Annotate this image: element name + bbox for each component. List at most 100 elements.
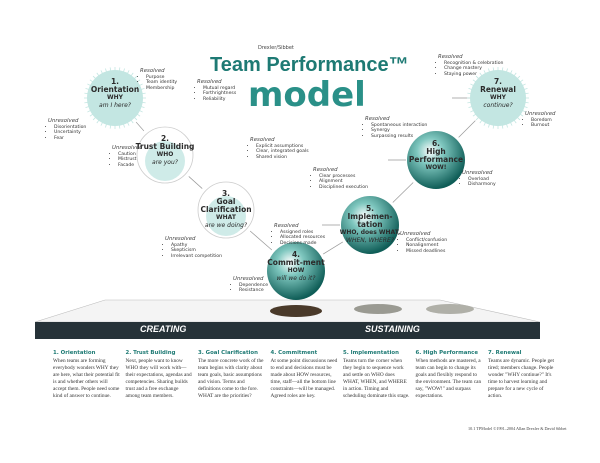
stage-name: Orientation	[90, 85, 140, 94]
resolved-item: Surpassing results	[371, 134, 427, 140]
stage-question-key: WHO	[156, 151, 174, 158]
stage-7-resolved: ResolvedRecognition & celebrationChange …	[438, 54, 503, 78]
resolved-item: Forthrightness	[203, 91, 236, 97]
resolved-item: Explicit assumptions	[256, 144, 309, 150]
stage-number: 7.	[493, 77, 503, 86]
arrow-line	[249, 230, 273, 251]
stage-name: Renewal	[480, 85, 516, 94]
resolved-item: Change mastery	[444, 66, 503, 72]
resolved-item: Recognition & celebration	[444, 61, 503, 67]
resolved-heading: Resolved	[313, 167, 338, 173]
stage-1-circle	[87, 70, 143, 126]
arrow-line	[188, 176, 203, 189]
stage-5-resolved: ResolvedClear processesAlignmentDiscipli…	[313, 167, 368, 190]
shadow-high-performance	[426, 304, 474, 314]
stage-name: High Performance	[408, 147, 464, 164]
unresolved-heading: Unresolved	[233, 276, 264, 282]
stage-7-circle	[470, 70, 526, 126]
stage-4-unresolved: UnresolvedDependenceResistance	[233, 276, 268, 294]
resolved-item: Shared vision	[256, 155, 309, 161]
unresolved-heading: Unresolved	[165, 236, 196, 242]
arrow-line	[392, 182, 414, 203]
stage-number: 4.	[291, 250, 301, 259]
unresolved-heading: Unresolved	[48, 118, 79, 124]
stage-6-unresolved: UnresolvedOverloadDisharmony	[462, 170, 496, 188]
description-text: When methods are mastered, a team can be…	[415, 358, 482, 399]
unresolved-item: Missed deadlines	[406, 249, 447, 255]
resolved-item: Synergy	[371, 128, 427, 134]
arrow-line	[458, 120, 476, 138]
phase-creating: CREATING	[140, 324, 187, 334]
phase-band	[35, 322, 540, 339]
unresolved-item: Mistrust	[118, 157, 142, 163]
description-title: 1. Orientation	[53, 350, 96, 356]
resolved-item: Clear processes	[319, 174, 368, 180]
stage-2-resolved: ResolvedMutual regardForthrightnessRelia…	[197, 79, 236, 102]
description-title: 6. High Performance	[415, 350, 479, 356]
stage-question-key: WHY	[107, 94, 123, 101]
unresolved-item: Nonalignment	[406, 243, 447, 249]
stage-6-circle	[407, 131, 465, 189]
unresolved-item: Irrelevant competition	[171, 254, 222, 260]
unresolved-item: Overload	[468, 177, 496, 183]
publisher: Drexler/Sibbet	[258, 45, 294, 51]
arrow-line	[322, 241, 344, 255]
resolved-item: Purpose	[146, 75, 177, 81]
stage-6-resolved: ResolvedSpontaneous interactionSynergySu…	[365, 116, 427, 140]
description-text: Teams are dynamic. People get tired; mem…	[488, 358, 554, 399]
unresolved-item: Facade	[118, 163, 142, 169]
stage-question-key: HOW	[287, 267, 305, 274]
description-text: When teams are forming everybody wonders…	[53, 358, 120, 399]
description-title: 4. Commitment	[270, 350, 318, 356]
stage-number: 3.	[221, 189, 231, 198]
resolved-heading: Resolved	[140, 68, 165, 74]
unresolved-item: Disorientation	[54, 125, 86, 131]
stage-question: are you?	[152, 159, 178, 166]
stage-2-circle-fill	[145, 141, 185, 181]
stage-question: continue?	[483, 102, 513, 109]
stage-4-resolved: ResolvedAssigned rolesAllocated resource…	[274, 223, 325, 246]
stage-4-circle	[267, 242, 325, 300]
stage-question: WHEN, WHERE?	[346, 237, 394, 244]
stage-question-key: WHO, does WHAT,	[339, 229, 401, 236]
resolved-item: Staying power	[444, 72, 503, 78]
resolved-item: Allocated resources	[280, 235, 325, 241]
unresolved-heading: Unresolved	[462, 170, 493, 176]
resolved-heading: Resolved	[250, 137, 275, 143]
unresolved-heading: Unresolved	[112, 145, 143, 151]
description-text: Next, people want to know WHO they will …	[125, 358, 192, 399]
shadow-commitment	[270, 305, 322, 317]
arrow-line	[135, 121, 145, 132]
description-title: 5. Implementation	[343, 350, 399, 356]
unresolved-item: Resistance	[239, 288, 268, 294]
resolved-item: Alignment	[319, 179, 368, 185]
stage-number: 5.	[365, 204, 375, 213]
unresolved-item: Skepticism	[171, 248, 222, 254]
stage-1-resolved: ResolvedPurposeTeam identityMembership	[140, 68, 177, 92]
stage-3-unresolved: UnresolvedApathySkepticismIrrelevant com…	[165, 236, 222, 260]
resolved-item: Membership	[146, 86, 177, 92]
resolved-item: Assigned roles	[280, 230, 325, 236]
stage-3-circle-fill	[206, 196, 246, 236]
stage-name: Implemen-tation	[347, 212, 393, 229]
unresolved-item: Conflict/confusion	[406, 238, 447, 244]
stage-1-unresolved: UnresolvedDisorientationUncertaintyFear	[48, 118, 86, 141]
title: Team Performance™	[210, 54, 409, 76]
stage-question: are we doing?	[204, 222, 248, 229]
stage-name: Trust Building	[135, 142, 195, 151]
stage-name: Commit-ment	[267, 258, 325, 267]
